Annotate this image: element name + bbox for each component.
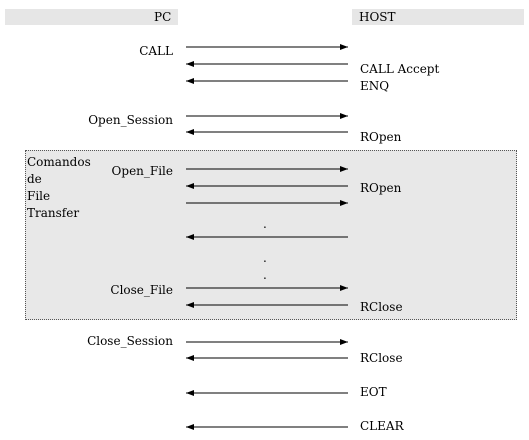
msg-ropen-session-label: ROpen bbox=[360, 130, 402, 144]
ellipsis-dot: . bbox=[263, 251, 267, 265]
file-transfer-group-label: Comandos de File Transfer bbox=[27, 154, 91, 222]
pc-header-label: PC bbox=[154, 10, 172, 24]
msg-rclose-file-label: RClose bbox=[360, 300, 403, 314]
host-header-band bbox=[352, 9, 524, 25]
ellipsis-dot: . bbox=[263, 268, 267, 282]
group-label-line: File bbox=[27, 189, 51, 203]
msg-clear-label: CLEAR bbox=[360, 419, 404, 433]
msg-call-accept-label: CALL Accept bbox=[360, 62, 440, 76]
msg-enq-label: ENQ bbox=[360, 79, 390, 93]
file-transfer-group bbox=[25, 150, 517, 320]
ellipsis-dot: . bbox=[263, 217, 267, 231]
group-label-line: Comandos bbox=[27, 155, 91, 169]
group-label-line: Transfer bbox=[27, 206, 80, 220]
msg-open-session-label: Open_Session bbox=[88, 113, 173, 127]
msg-ropen-file-label: ROpen bbox=[360, 181, 402, 195]
group-label-line: de bbox=[27, 172, 42, 186]
msg-eot-label: EOT bbox=[360, 385, 387, 399]
msg-close-file-label: Close_File bbox=[110, 283, 173, 297]
pc-header-band bbox=[5, 9, 178, 25]
msg-close-session-label: Close_Session bbox=[87, 334, 173, 348]
msg-rclose-session-label: RClose bbox=[360, 351, 403, 365]
msg-call-label: CALL bbox=[139, 44, 173, 58]
host-header-label: HOST bbox=[359, 10, 396, 24]
msg-open-file-label: Open_File bbox=[111, 164, 173, 178]
